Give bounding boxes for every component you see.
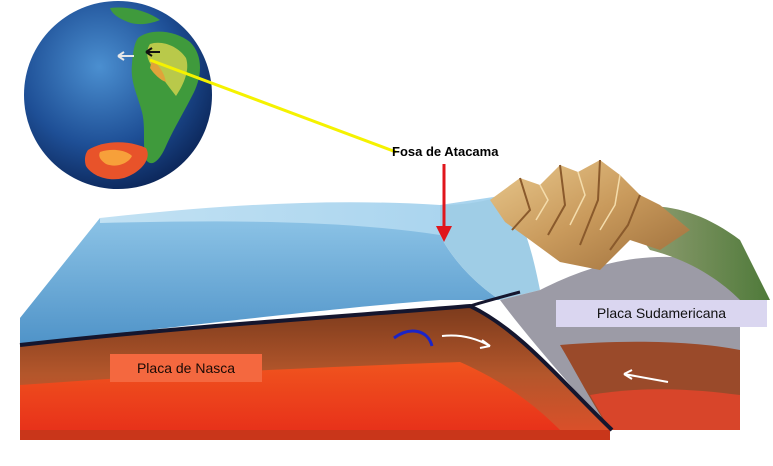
nazca-plate-label: Placa de Nasca	[110, 354, 262, 382]
trench-label: Fosa de Atacama	[392, 144, 498, 159]
globe-icon	[24, 1, 212, 189]
down-arrow-icon	[436, 164, 452, 242]
south-american-plate-label: Placa Sudamericana	[556, 300, 767, 327]
